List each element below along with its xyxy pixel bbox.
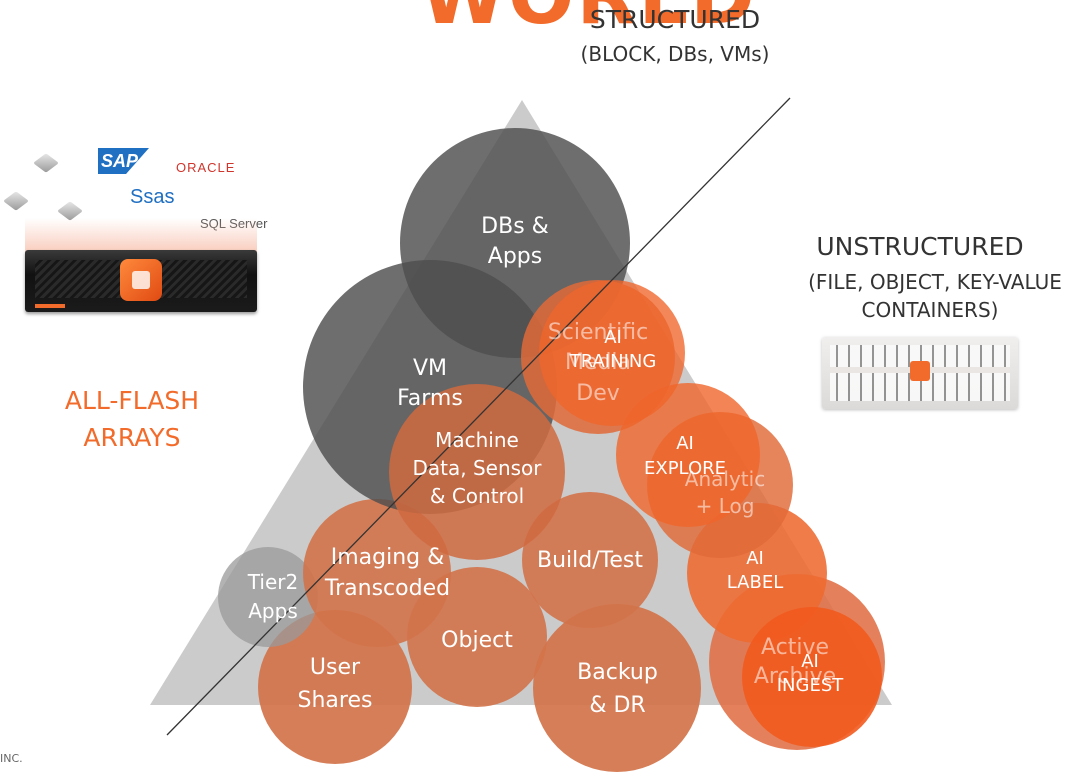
unstructured-array-image: [822, 337, 1018, 409]
unstructured-subtitle-line-2: CONTAINERS): [861, 298, 999, 322]
structured-unstructured-divider: [166, 97, 791, 736]
all-flash-label-line-2: ARRAYS: [83, 423, 181, 452]
unstructured-title: UNSTRUCTURED: [816, 232, 1024, 261]
copyright-text: INC.: [0, 752, 23, 765]
world-heading: WORLD: [420, 0, 755, 36]
circle-backup-dr: [533, 604, 701, 772]
array-accent-strip: [35, 304, 65, 308]
sas-logo: Ssas: [130, 186, 175, 208]
label-imaging: Imaging &Transcoded: [324, 545, 451, 602]
label-dbs-apps: DBs &Apps: [481, 214, 549, 270]
label-backup-dr: Backup& DR: [577, 660, 658, 719]
circle-machine-data: [389, 384, 565, 560]
pure-storage-logo-icon: [120, 259, 162, 301]
structured-subtitle: (BLOCK, DBs, VMs): [580, 42, 770, 66]
circle-ai-ingest: [742, 607, 882, 747]
circle-build-test: [522, 492, 658, 628]
label-analytic-log: Analytic+ Log: [684, 467, 766, 518]
label-object: Object: [441, 628, 513, 653]
circle-ai-explore: [616, 383, 760, 527]
circle-tier2-apps: [218, 547, 318, 647]
all-flash-label-line-1: ALL-FLASH: [64, 386, 200, 415]
unstructured-subtitle-line-1: (FILE, OBJECT, KEY-VALUE: [808, 270, 1062, 294]
circle-imaging: [303, 499, 451, 647]
all-flash-array-image: [25, 250, 257, 312]
label-build-test: Build/Test: [537, 548, 643, 573]
oracle-logo: ORACLE: [176, 160, 236, 175]
pure-storage-logo-icon: [910, 361, 930, 381]
structured-title: STRUCTURED: [589, 5, 761, 34]
circle-user-shares: [258, 610, 412, 764]
